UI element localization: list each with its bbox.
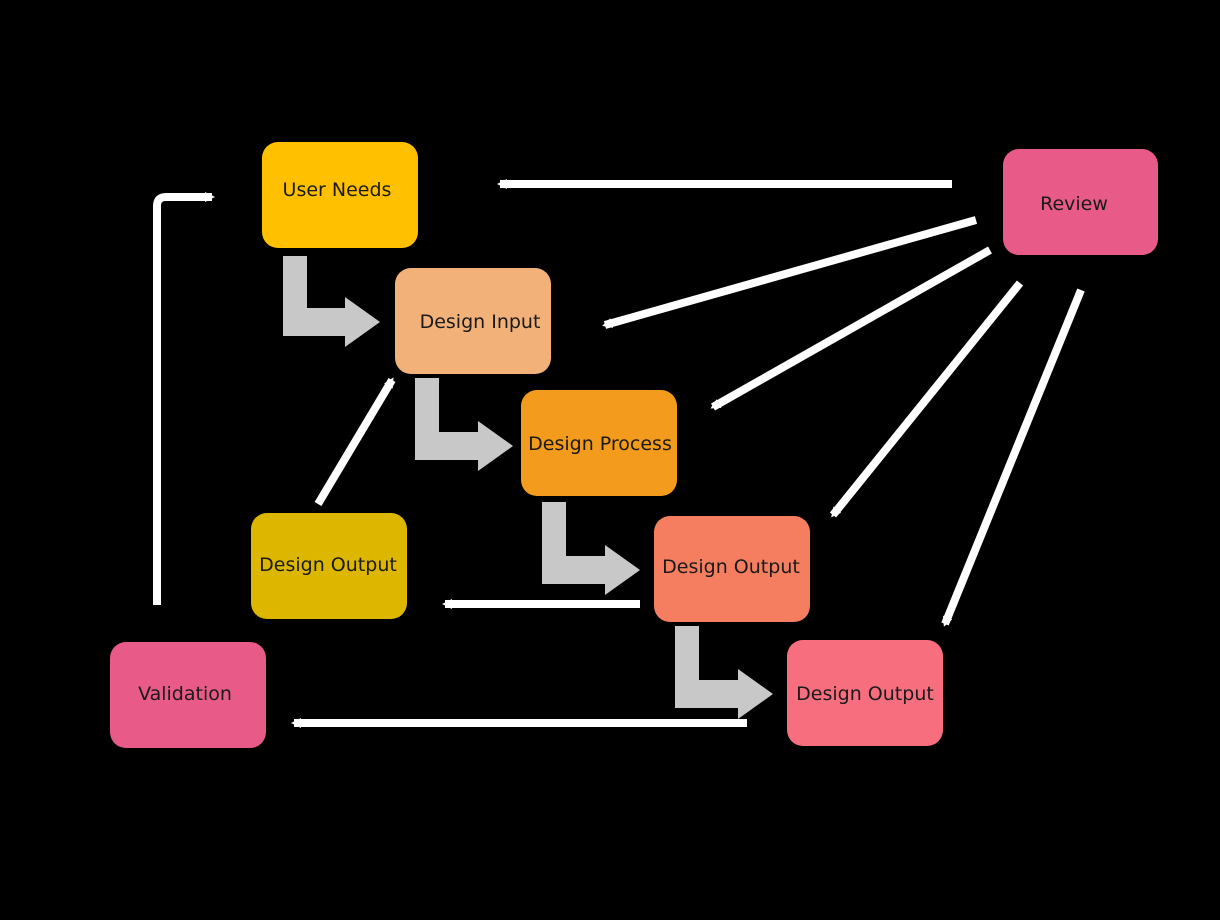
node-box [262,142,418,248]
node-review: Review [1003,149,1158,255]
node-design-process: Design Process [521,390,677,496]
arrow-review-to-design-output-c [941,288,1085,627]
node-label: Design Process [528,433,672,455]
node-label: Review [1040,193,1108,215]
node-label: Design Input [420,311,541,333]
arrow-output-a-to-design-input [314,377,396,507]
node-label: User Needs [283,179,392,201]
arrow-review-to-design-process [710,246,992,411]
arrow-review-to-design-output-b [829,280,1024,518]
feedback-arrows [153,179,1085,728]
node-label: Design Output [259,554,397,576]
step-arrow-input-to-process [415,378,513,471]
node-design-input: Design Input [395,268,551,374]
step-arrow-process-to-output-b [542,502,640,595]
step-arrow-needs-to-input [283,256,380,347]
step-arrow-output-b-to-output-c [675,626,773,719]
node-box [251,513,407,619]
node-design-output-c: Design Output [787,640,943,746]
node-design-output-b: Design Output [654,516,810,622]
node-box [787,640,943,746]
arrow-review-to-design-input [602,216,978,329]
node-user-needs: User Needs [262,142,418,248]
node-label: Design Output [662,556,800,578]
node-box [395,268,551,374]
arrow-validation-to-user-needs [153,192,215,605]
node-box [110,642,266,748]
node-box [1003,149,1158,255]
step-arrows [283,256,773,719]
node-design-output-a: Design Output [251,513,407,619]
node-box [654,516,810,622]
node-validation: Validation [110,642,266,748]
node-label: Validation [138,683,232,705]
node-label: Design Output [796,683,934,705]
node-box [521,390,677,496]
